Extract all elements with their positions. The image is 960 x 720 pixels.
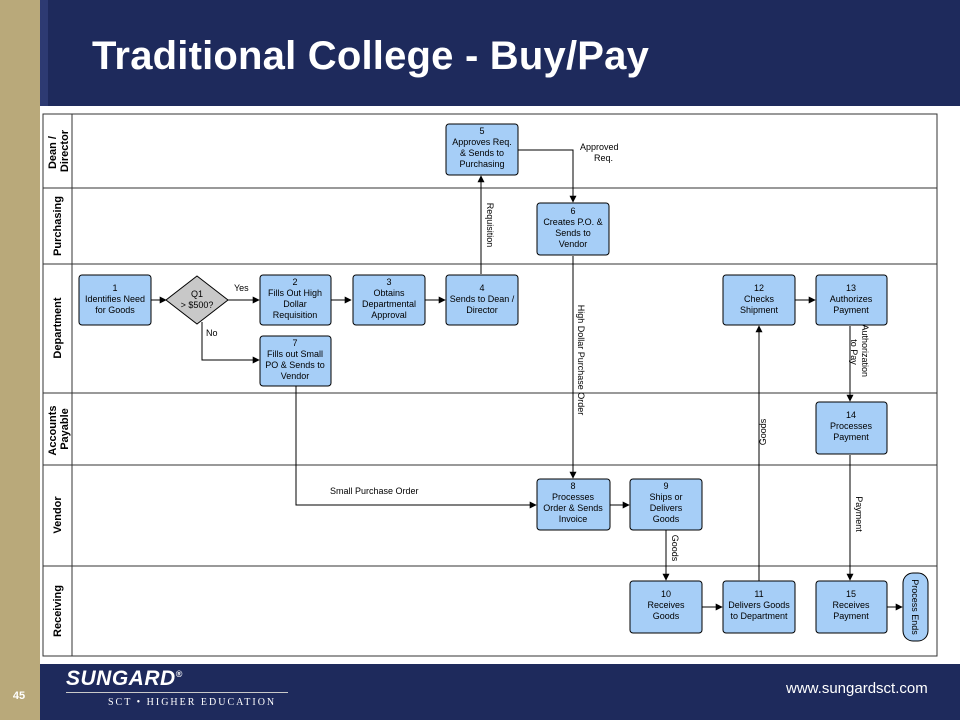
- connector-7-8: [295, 386, 537, 509]
- lane-label-receiving: Receiving: [52, 585, 64, 637]
- lane-label-vendor: Vendor: [52, 496, 64, 534]
- logo-rule: [66, 692, 288, 693]
- edge-label-small-po: Small Purchase Order: [330, 486, 419, 496]
- sungard-logo: SUNGARD®: [66, 667, 183, 691]
- edge-label-high-dollar-po: High Dollar Purchase Order: [576, 305, 586, 416]
- edge-labels: Yes No Approved Req. Requisition High Do…: [206, 142, 870, 562]
- process-end-box: [902, 572, 929, 642]
- edge-label-goods-vendor: Goods: [670, 535, 680, 562]
- step-box-14: [815, 401, 888, 455]
- connector-5-6: [518, 149, 577, 203]
- connectors: [151, 149, 903, 611]
- diagram-frame: [42, 113, 938, 657]
- decision-diamond-q1: [165, 275, 229, 325]
- step-box-2: [259, 274, 332, 326]
- process-boxes: [78, 123, 929, 642]
- footer-url: www.sungardsct.com: [786, 680, 928, 697]
- connector-q1-7-no: [201, 322, 260, 364]
- edge-label-approved-req: Approved Req.: [580, 142, 621, 163]
- step-box-10: [629, 580, 703, 634]
- step-box-6: [536, 202, 610, 256]
- banner-stripe: [40, 0, 48, 106]
- edge-label-no: No: [206, 328, 218, 338]
- lane-dividers: [43, 187, 937, 567]
- brand-name: SUNGARD: [66, 667, 176, 690]
- step-box-11: [722, 580, 796, 634]
- logo-subtitle: SCT • HIGHER EDUCATION: [108, 697, 277, 708]
- lane-label-dean: Dean / Director: [47, 129, 71, 172]
- edge-label-yes: Yes: [234, 283, 249, 293]
- process-end-text: Process Ends: [910, 579, 920, 635]
- slide-title: Traditional College - Buy/Pay: [92, 34, 650, 78]
- step-box-5: [445, 123, 519, 176]
- step-box-1: [78, 274, 152, 326]
- lane-label-accounts-payable: Accounts Payable: [47, 402, 71, 455]
- step-box-7: [259, 335, 332, 387]
- lane-label-purchasing: Purchasing: [52, 196, 64, 256]
- page-number: 45: [12, 690, 26, 702]
- step-box-15: [815, 580, 888, 634]
- step-box-4: [445, 274, 519, 326]
- step-box-3: [352, 274, 426, 326]
- step-box-13: [815, 274, 888, 326]
- left-accent-bar: [0, 0, 40, 720]
- step-box-9: [629, 478, 703, 531]
- edge-label-payment: Payment: [854, 496, 864, 532]
- lane-label-department: Department: [52, 297, 64, 358]
- brand-mark: ®: [175, 669, 183, 679]
- title-banner: [40, 0, 960, 106]
- step-text-q1: Q1> $500?: [181, 289, 214, 310]
- step-box-12: [722, 274, 796, 326]
- edge-label-goods-receiving: Goods: [758, 418, 768, 445]
- step-box-8: [536, 478, 611, 531]
- edge-label-requisition: Requisition: [485, 203, 495, 248]
- edge-label-authorization: Authorization to Pay: [849, 324, 870, 379]
- lane-labels: Dean / Director Purchasing Department Ac…: [47, 129, 71, 637]
